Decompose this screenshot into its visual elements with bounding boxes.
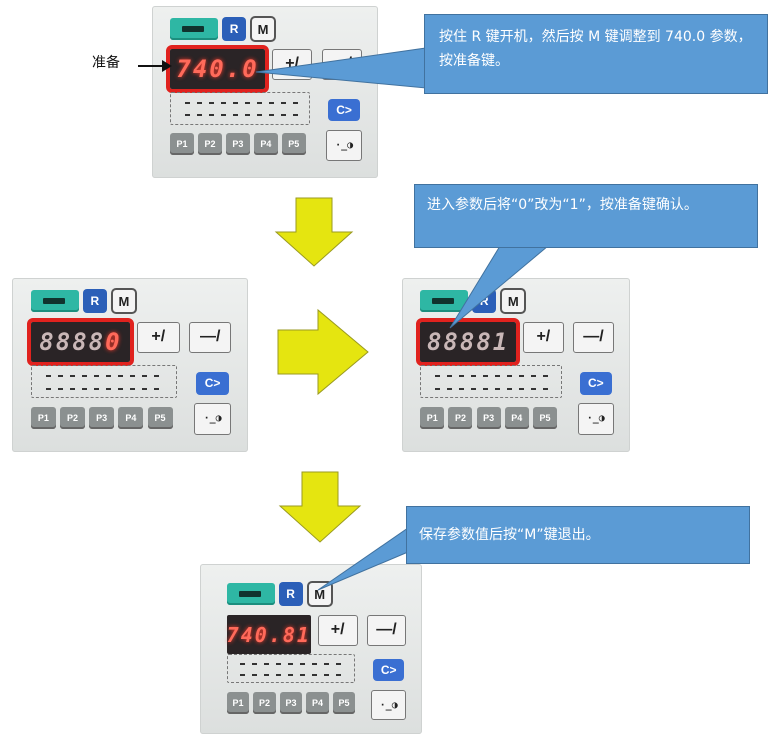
minus-label: —/ bbox=[200, 328, 221, 346]
minus-label: —/ bbox=[376, 621, 397, 639]
m-key[interactable]: M bbox=[306, 581, 333, 607]
p1-key[interactable]: P1 bbox=[226, 691, 250, 714]
blue-cycle-key[interactable]: C> bbox=[373, 659, 405, 682]
control-panel-step1: R M 740.0 +/ —/ C> P1 P2 P3 P4 P5 ·_◑ bbox=[152, 6, 378, 178]
plus-label: +/ bbox=[536, 328, 551, 346]
m-key[interactable]: M bbox=[250, 16, 277, 43]
p4-key[interactable]: P4 bbox=[504, 406, 529, 429]
p1-key[interactable]: P1 bbox=[170, 133, 194, 156]
top-keys: R M bbox=[170, 16, 277, 43]
minus-label: —/ bbox=[331, 55, 353, 73]
display-digits: 740.81 bbox=[226, 622, 311, 647]
p3-key[interactable]: P3 bbox=[279, 691, 303, 714]
p2-key[interactable]: P2 bbox=[448, 406, 473, 429]
minus-key[interactable]: —/ bbox=[573, 321, 615, 353]
ready-key[interactable]: ·_◑ bbox=[193, 403, 232, 435]
led-display: 88881 bbox=[416, 317, 520, 366]
callout-step2-text: 进入参数后将“0”改为“1”，按准备键确认。 bbox=[427, 197, 698, 213]
p2-key[interactable]: P2 bbox=[198, 133, 222, 156]
p-keys-row: P1 P2 P3 P4 P5 bbox=[170, 133, 306, 156]
p-keys-row: P1 P2 P3 P4 P5 bbox=[420, 406, 557, 429]
ready-key[interactable]: ·_◑ bbox=[326, 129, 363, 161]
callout-step3-text: 保存参数值后按“M”键退出。 bbox=[419, 527, 600, 543]
p-keys-row: P1 P2 P3 P4 P5 bbox=[30, 406, 173, 429]
stitch-icons-strip bbox=[170, 92, 311, 125]
plus-label: +/ bbox=[285, 55, 299, 73]
p4-key[interactable]: P4 bbox=[306, 691, 329, 714]
ready-key[interactable]: ·_◑ bbox=[577, 403, 615, 435]
m-key[interactable]: M bbox=[110, 288, 137, 315]
r-key[interactable]: R bbox=[278, 582, 303, 606]
blue-cycle-key[interactable]: C> bbox=[328, 98, 360, 122]
display-digits-dim: 8888 bbox=[39, 327, 106, 356]
p4-key[interactable]: P4 bbox=[253, 133, 278, 156]
p1-key[interactable]: P1 bbox=[420, 406, 445, 429]
plus-key[interactable]: +/ bbox=[137, 321, 180, 353]
top-keys: R M bbox=[420, 288, 527, 315]
p5-key[interactable]: P5 bbox=[281, 133, 306, 156]
control-panel-step3: R M 88881 +/ —/ C> P1 P2 P3 P4 P5 ·_◑ bbox=[402, 278, 630, 452]
p3-key[interactable]: P3 bbox=[225, 133, 250, 156]
p5-key[interactable]: P5 bbox=[332, 691, 356, 714]
plus-key[interactable]: +/ bbox=[522, 321, 564, 353]
stitch-icons-strip bbox=[226, 654, 356, 683]
plus-key[interactable]: +/ bbox=[271, 49, 313, 80]
blue-cycle-key[interactable]: C> bbox=[579, 371, 612, 395]
p3-key[interactable]: P3 bbox=[476, 406, 501, 429]
callout-step2: 进入参数后将“0”改为“1”，按准备键确认。 bbox=[414, 184, 758, 248]
r-key[interactable]: R bbox=[222, 17, 247, 42]
minus-key[interactable]: —/ bbox=[366, 615, 407, 646]
p3-key[interactable]: P3 bbox=[89, 406, 115, 429]
presser-foot-key[interactable] bbox=[30, 290, 79, 313]
callout-step1: 按住 R 键开机，然后按 M 键调整到 740.0 参数，按准备键。 bbox=[424, 14, 768, 94]
control-panel-step4: R M 740.81 +/ —/ C> P1 P2 P3 P4 P5 ·_◑ bbox=[200, 564, 422, 734]
prepare-arrow-shaft bbox=[138, 65, 166, 67]
led-display: 740.0 bbox=[166, 45, 269, 93]
p4-key[interactable]: P4 bbox=[118, 406, 144, 429]
plus-label: +/ bbox=[151, 328, 166, 346]
stitch-icons-strip bbox=[30, 365, 178, 399]
m-key[interactable]: M bbox=[500, 288, 527, 315]
callout-step1-text: 按住 R 键开机，然后按 M 键调整到 740.0 参数，按准备键。 bbox=[439, 29, 752, 69]
plus-key[interactable]: +/ bbox=[317, 615, 358, 646]
p2-key[interactable]: P2 bbox=[253, 691, 276, 714]
prepare-label: 准备 bbox=[92, 55, 120, 71]
minus-label: —/ bbox=[583, 328, 604, 346]
top-keys: R M bbox=[30, 288, 137, 315]
stitch-icons-strip bbox=[420, 365, 562, 399]
display-digits: 740.0 bbox=[176, 54, 259, 83]
down-arrow-1 bbox=[274, 197, 354, 267]
p-keys-row: P1 P2 P3 P4 P5 bbox=[226, 691, 356, 714]
callout-step3: 保存参数值后按“M”键退出。 bbox=[406, 506, 750, 564]
ready-key[interactable]: ·_◑ bbox=[370, 689, 407, 721]
r-key[interactable]: R bbox=[82, 289, 107, 314]
down-arrow-2 bbox=[278, 471, 362, 543]
r-key[interactable]: R bbox=[472, 289, 497, 314]
p5-key[interactable]: P5 bbox=[147, 406, 173, 429]
presser-foot-key[interactable] bbox=[226, 583, 275, 605]
led-display: 740.81 bbox=[226, 615, 311, 655]
minus-key[interactable]: —/ bbox=[189, 321, 232, 353]
presser-foot-key[interactable] bbox=[170, 18, 219, 41]
right-arrow bbox=[277, 308, 369, 396]
display-digits: 88881 bbox=[426, 327, 510, 356]
minus-key[interactable]: —/ bbox=[321, 49, 363, 80]
blue-cycle-key[interactable]: C> bbox=[196, 371, 230, 395]
display-digit-last: 0 bbox=[105, 327, 122, 356]
prepare-arrow-icon bbox=[162, 60, 172, 72]
p1-key[interactable]: P1 bbox=[30, 406, 56, 429]
plus-label: +/ bbox=[330, 621, 345, 639]
p2-key[interactable]: P2 bbox=[60, 406, 85, 429]
presser-foot-key[interactable] bbox=[420, 290, 469, 313]
top-keys: R M bbox=[226, 581, 333, 607]
p5-key[interactable]: P5 bbox=[532, 406, 557, 429]
